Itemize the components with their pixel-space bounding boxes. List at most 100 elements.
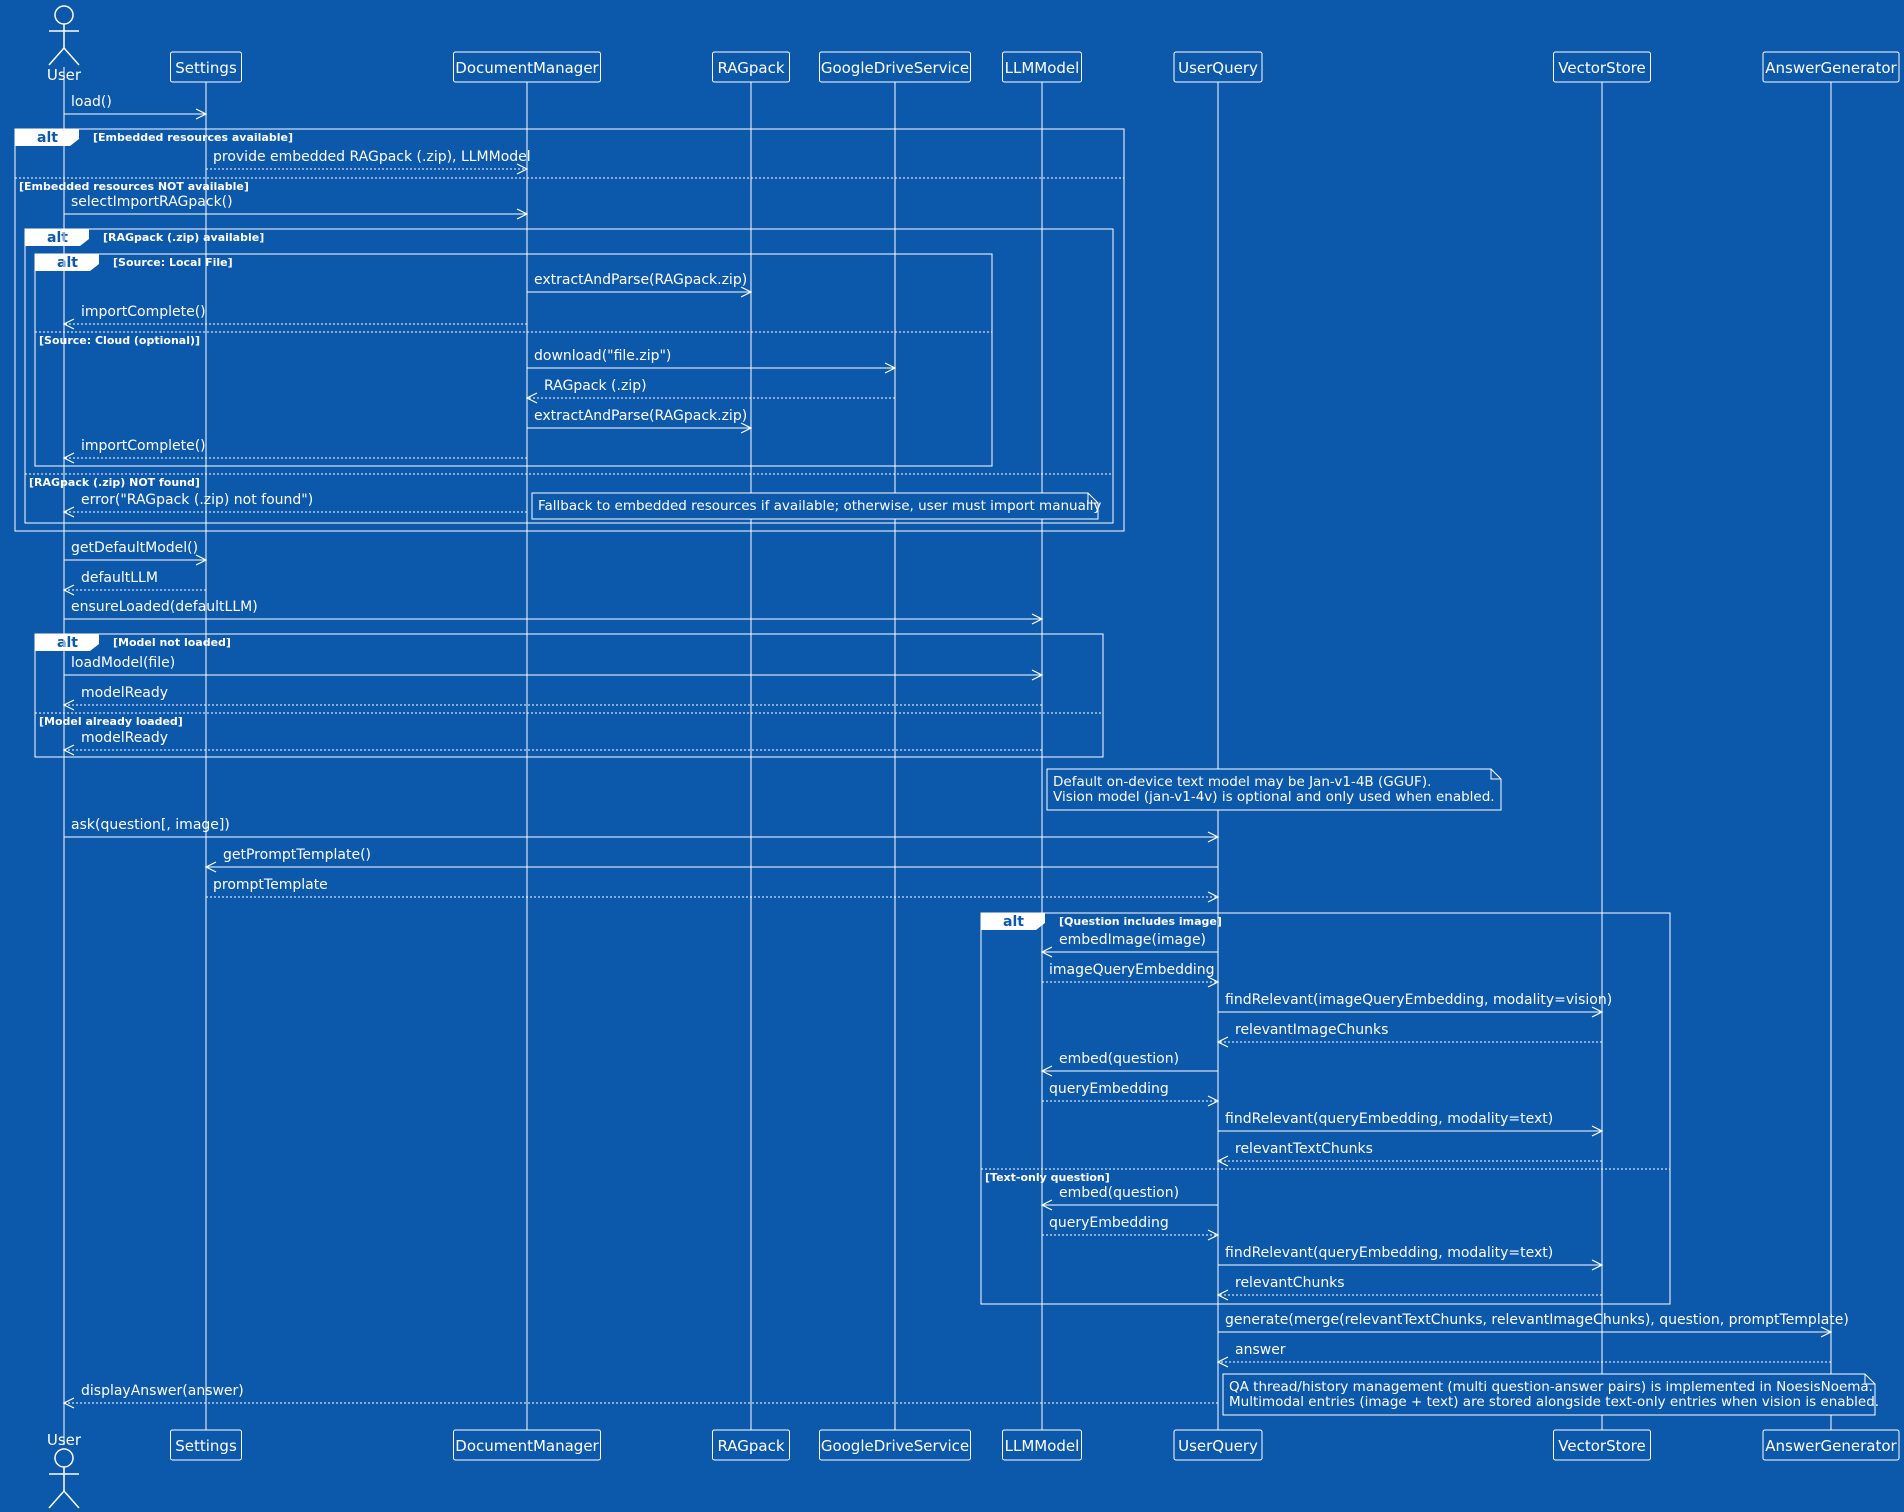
note: QA thread/history management (multi ques… (1222, 1373, 1879, 1416)
message: findRelevant(queryEmbedding, modality=te… (1218, 1111, 1604, 1137)
message-label: getPromptTemplate() (223, 847, 371, 863)
note-box (531, 492, 1099, 520)
message: promptTemplate (206, 877, 1220, 903)
participant-label: RAGpack (717, 59, 784, 77)
participant-ragpack-top: RAGpack (712, 51, 790, 83)
participant-label: User (47, 66, 82, 84)
participant-label: LLMModel (1005, 59, 1080, 77)
arrowhead (195, 108, 208, 120)
message-label: embed(question) (1059, 1185, 1179, 1201)
arrowhead (1031, 613, 1044, 625)
arrowhead (1591, 1006, 1604, 1018)
participant-gdrive-bottom: GoogleDriveService (819, 1429, 971, 1461)
fragment-alt-embedded: alt[Embedded resources available][Embedd… (14, 128, 1125, 532)
fragment-guard: [Text-only question] (985, 1171, 1110, 1184)
fragment-guard: [Source: Local File] (113, 256, 233, 269)
arrowhead (1207, 831, 1220, 843)
arrowhead (1207, 1095, 1220, 1107)
fragment-alt-image: alt[Question includes image][Text-only q… (980, 912, 1671, 1305)
arrowhead (62, 744, 75, 756)
message: modelReady (62, 685, 1042, 711)
message-label: displayAnswer(answer) (81, 1383, 244, 1399)
arrowhead (62, 506, 75, 518)
fragment-guard: [Embedded resources NOT available] (19, 180, 249, 193)
message-label: error("RAGpack (.zip) not found") (81, 492, 313, 508)
note-box (1046, 768, 1502, 811)
message: selectImportRAGpack() (64, 194, 529, 220)
message: relevantTextChunks (1216, 1141, 1602, 1167)
fragment-tag (35, 254, 99, 271)
message-label: loadModel(file) (71, 655, 175, 671)
fragment-guard: [Question includes image] (1059, 915, 1222, 928)
fragment-alt-source: alt[Source: Local File][Source: Cloud (o… (34, 253, 993, 467)
participant-label: VectorStore (1558, 59, 1645, 77)
fragment-guard: [Model already loaded] (39, 715, 183, 728)
fragment-frame (980, 912, 1671, 1305)
participant-label: GoogleDriveService (821, 59, 969, 77)
participant-ragpack-bottom: RAGpack (712, 1429, 790, 1461)
message: embedImage(image) (1040, 932, 1218, 958)
participant-label: Settings (175, 59, 237, 77)
note-box (1222, 1373, 1876, 1416)
participant-settings-bottom: Settings (170, 1429, 242, 1461)
message: modelReady (62, 730, 1042, 756)
participant-uquery-top: UserQuery (1173, 51, 1263, 83)
participant-label: VectorStore (1558, 1437, 1645, 1455)
participant-llm-bottom: LLMModel (1002, 1429, 1082, 1461)
fragment-tag (35, 634, 99, 651)
arrowhead (204, 861, 217, 873)
arrowhead (1591, 1125, 1604, 1137)
message: download("file.zip") (527, 348, 897, 374)
message-label: load() (71, 94, 112, 110)
arrowhead (62, 318, 75, 330)
message: answer (1216, 1342, 1831, 1368)
message-label: modelReady (81, 730, 168, 746)
fragment-guard: [RAGpack (.zip) NOT found] (29, 476, 200, 489)
message-label: answer (1235, 1342, 1286, 1358)
participant-label: DocumentManager (455, 59, 599, 77)
arrowhead (1031, 669, 1044, 681)
arrowhead (195, 554, 208, 566)
message: findRelevant(queryEmbedding, modality=te… (1218, 1245, 1604, 1271)
message: getDefaultModel() (64, 540, 208, 566)
arrowhead (1591, 1259, 1604, 1271)
participant-box (1173, 51, 1263, 83)
message-label: importComplete() (81, 304, 206, 320)
message: findRelevant(imageQueryEmbedding, modali… (1218, 992, 1612, 1018)
arrowhead (884, 362, 897, 374)
participant-llm-top: LLMModel (1002, 51, 1082, 83)
note-fold (1490, 769, 1501, 780)
arrowhead (62, 699, 75, 711)
participant-label: RAGpack (717, 1437, 784, 1455)
message-label: download("file.zip") (534, 348, 671, 364)
arrowhead (1216, 1155, 1229, 1167)
message: importComplete() (62, 304, 527, 330)
arrowhead (1216, 1036, 1229, 1048)
message: relevantChunks (1216, 1275, 1602, 1301)
message-label: findRelevant(queryEmbedding, modality=te… (1225, 1111, 1553, 1127)
fragment-operator: alt (37, 130, 58, 146)
note-text: Fallback to embedded resources if availa… (538, 498, 1101, 514)
message-label: selectImportRAGpack() (71, 194, 233, 210)
message-label: findRelevant(imageQueryEmbedding, modali… (1225, 992, 1612, 1008)
fragment-guard: [Source: Cloud (optional)] (39, 334, 200, 347)
message: imageQueryEmbedding (1042, 962, 1220, 988)
arrowhead (1820, 1326, 1833, 1338)
arrowhead (740, 286, 753, 298)
message: importComplete() (62, 438, 527, 464)
message: defaultLLM (62, 570, 206, 596)
participant-label: User (47, 1431, 82, 1449)
note: Default on-device text model may be Jan-… (1046, 768, 1502, 811)
message-label: importComplete() (81, 438, 206, 454)
arrowhead (1207, 1229, 1220, 1241)
message: extractAndParse(RAGpack.zip) (527, 408, 753, 434)
participant-agen-top: AnswerGenerator (1762, 51, 1900, 83)
message: generate(merge(relevantTextChunks, relev… (1218, 1312, 1849, 1338)
message: error("RAGpack (.zip) not found") (62, 492, 527, 518)
fragment-operator: alt (57, 635, 78, 651)
message-label: extractAndParse(RAGpack.zip) (534, 408, 747, 424)
message-label: ask(question[, image]) (71, 817, 230, 833)
note-fold (1864, 1374, 1875, 1385)
